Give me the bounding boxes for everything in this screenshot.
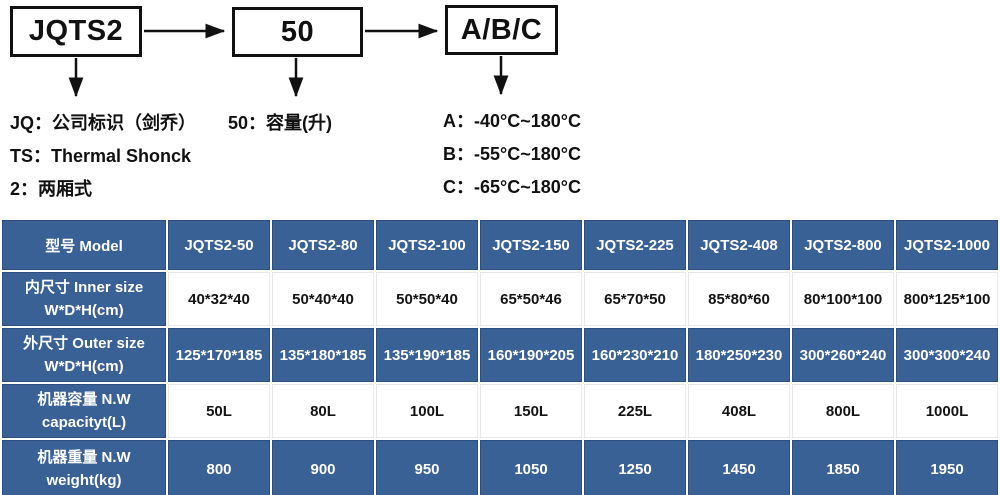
legend-2: 2：两厢式 — [10, 178, 93, 199]
flow-box-jqts2: JQTS2 — [10, 6, 142, 57]
table-cell: 80L — [272, 384, 374, 438]
table-row-weight: 机器重量 N.W weight(kg) 800 900 950 1050 125… — [2, 440, 998, 495]
legend-temperature: A：-40°C~180°C B：-55°C~180°C C：-65°C~180°… — [443, 103, 581, 202]
table-cell: 125*170*185 — [168, 328, 270, 382]
legend-50: 50：容量(升) — [228, 112, 333, 133]
row-label-line2: W*D*H(cm) — [44, 358, 124, 375]
row-label-inner-size: 内尺寸 Inner size W*D*H(cm) — [2, 272, 166, 326]
table-cell: 150L — [480, 384, 582, 438]
table-row-inner-size: 内尺寸 Inner size W*D*H(cm) 40*32*40 50*40*… — [2, 272, 998, 326]
row-label-line1: 内尺寸 Inner size — [24, 278, 144, 296]
row-label-line1: 机器重量 N.W — [37, 448, 131, 466]
table-cell: 1000L — [896, 384, 998, 438]
table-cell: 65*70*50 — [584, 272, 686, 326]
row-label-outer-size: 外尺寸 Outer size W*D*H(cm) — [2, 328, 166, 382]
table-cell: 408L — [688, 384, 790, 438]
table-cell: 300*300*240 — [896, 328, 998, 382]
row-label-line2: capacityt(L) — [41, 414, 127, 431]
table-cell: 40*32*40 — [168, 272, 270, 326]
table-cell: 85*80*60 — [688, 272, 790, 326]
table-cell: 800 — [168, 440, 270, 495]
model-header: JQTS2-150 — [480, 220, 582, 270]
table-cell: 800L — [792, 384, 894, 438]
table-row-outer-size: 外尺寸 Outer size W*D*H(cm) 125*170*185 135… — [2, 328, 998, 382]
table-cell: 50*40*40 — [272, 272, 374, 326]
table-cell: 1950 — [896, 440, 998, 495]
table-cell: 100L — [376, 384, 478, 438]
table-cell: 160*230*210 — [584, 328, 686, 382]
model-header: JQTS2-800 — [792, 220, 894, 270]
row-label-capacity: 机器容量 N.W capacityt(L) — [2, 384, 166, 438]
model-header: JQTS2-100 — [376, 220, 478, 270]
row-label-line1: 外尺寸 Outer size — [23, 334, 145, 352]
table-cell: 160*190*205 — [480, 328, 582, 382]
table-row-capacity: 机器容量 N.W capacityt(L) 50L 80L 100L 150L … — [2, 384, 998, 438]
legend-capacity: 50：容量(升) — [228, 105, 332, 138]
legend-ts: TS：Thermal Shonck — [10, 145, 192, 166]
table-cell: 225L — [584, 384, 686, 438]
legend-jq: JQ：公司标识（剑乔） — [10, 112, 197, 133]
table-cell: 1250 — [584, 440, 686, 495]
table-cell: 900 — [272, 440, 374, 495]
table-cell: 1050 — [480, 440, 582, 495]
model-header: JQTS2-50 — [168, 220, 270, 270]
legend-left: JQ：公司标识（剑乔） TS：Thermal Shonck 2：两厢式 — [10, 105, 196, 204]
flow-box-50: 50 — [232, 7, 363, 57]
model-header: JQTS2-1000 — [896, 220, 998, 270]
table-cell: 50L — [168, 384, 270, 438]
flow-arrows — [68, 23, 509, 98]
legend-a: A：-40°C~180°C — [443, 110, 581, 131]
flow-box-abc: A/B/C — [445, 5, 558, 55]
legend-c: C：-65°C~180°C — [443, 176, 581, 197]
model-header: JQTS2-225 — [584, 220, 686, 270]
table-cell: 135*180*185 — [272, 328, 374, 382]
row-label-line2: W*D*H(cm) — [44, 302, 124, 319]
legend-b: B：-55°C~180°C — [443, 143, 581, 164]
table-cell: 80*100*100 — [792, 272, 894, 326]
table-cell: 135*190*185 — [376, 328, 478, 382]
row-label-line1: 机器容量 N.W — [37, 390, 131, 408]
table-cell: 300*260*240 — [792, 328, 894, 382]
row-label-weight: 机器重量 N.W weight(kg) — [2, 440, 166, 495]
table-cell: 800*125*100 — [896, 272, 998, 326]
table-cell: 1850 — [792, 440, 894, 495]
row-label-model: 型号 Model — [2, 220, 166, 270]
table-row-model: 型号 Model JQTS2-50 JQTS2-80 JQTS2-100 JQT… — [2, 220, 998, 270]
model-code-diagram: JQTS2 50 A/B/C JQ：公司标识（剑乔） TS：Thermal Sh… — [0, 0, 1000, 218]
row-label-line2: weight(kg) — [46, 472, 122, 489]
model-header: JQTS2-80 — [272, 220, 374, 270]
table-cell: 950 — [376, 440, 478, 495]
table-cell: 1450 — [688, 440, 790, 495]
spec-table: 型号 Model JQTS2-50 JQTS2-80 JQTS2-100 JQT… — [0, 218, 1000, 495]
table-cell: 180*250*230 — [688, 328, 790, 382]
table-cell: 65*50*46 — [480, 272, 582, 326]
table-cell: 50*50*40 — [376, 272, 478, 326]
model-header: JQTS2-408 — [688, 220, 790, 270]
